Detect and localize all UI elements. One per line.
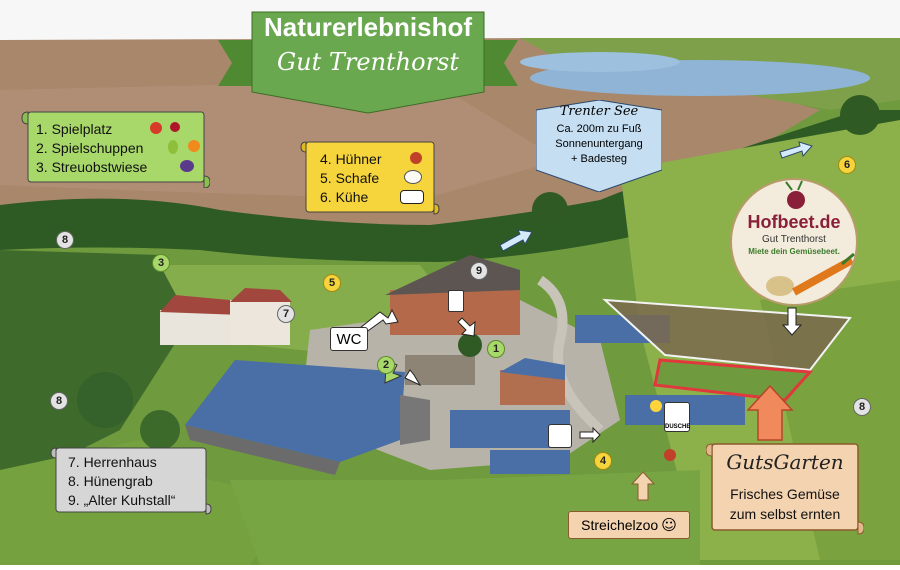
- water-tap-icon: [548, 424, 572, 448]
- legend-item-streuobstwiese: 3. Streuobstwiese: [36, 159, 148, 175]
- gutsgarten-scroll: [706, 443, 864, 535]
- orange-icon: [188, 140, 200, 152]
- hofbeet-sub: Gut Trenthorst: [762, 234, 826, 245]
- legend-yellow: 4. Hühner 5. Schafe 6. Kühe: [300, 138, 440, 216]
- marker-6: 6: [838, 156, 856, 174]
- cow-icon: [400, 190, 424, 204]
- cherry-icon: [170, 122, 180, 132]
- trash-can-icon: [448, 290, 464, 312]
- legend-item-herrenhaus: 7. Herrenhaus: [68, 454, 157, 470]
- legend-item-huehner: 4. Hühner: [320, 151, 382, 167]
- marker-1: 1: [487, 340, 505, 358]
- marker-9: 9: [470, 262, 488, 280]
- smiley-icon: ☺: [661, 516, 677, 534]
- wc-label: WC: [330, 327, 368, 351]
- hofbeet-tagline: Miete dein Gemüsebeet.: [748, 247, 840, 256]
- marker-5: 5: [323, 274, 341, 292]
- marker-2: 2: [377, 356, 395, 374]
- gutsgarten-title: GutsGarten: [726, 450, 844, 474]
- marker-number: 1: [492, 343, 500, 355]
- gutsgarten-line-2: zum selbst ernten: [729, 506, 841, 522]
- marker-3: 3: [152, 254, 170, 272]
- marker-number: 8: [61, 234, 69, 246]
- trenter-see-line-2: Sonnenuntergang: [555, 138, 643, 150]
- trenter-see-title: Trenter See: [559, 104, 639, 119]
- apple-icon: [150, 122, 162, 134]
- trenter-see-line-1: Ca. 200m zu Fuß: [556, 123, 642, 135]
- legend-item-schafe: 5. Schafe: [320, 170, 380, 186]
- gutsgarten-sign: GutsGarten Frisches Gemüse zum selbst er…: [706, 440, 864, 536]
- legend-item-alter-kuhstall: 9. „Alter Kuhstall“: [68, 492, 176, 508]
- title-main: Naturerlebnishof: [263, 12, 473, 42]
- beet-icon: [766, 180, 855, 296]
- legend-grey-scroll: [50, 447, 212, 515]
- pear-icon: [168, 140, 178, 154]
- title-sub: Gut Trenthorst: [276, 48, 460, 76]
- plum-icon: [180, 160, 194, 172]
- marker-number: 7: [282, 308, 290, 320]
- marker-number: 4: [599, 455, 607, 467]
- hofbeet-name: Hofbeet.de: [747, 212, 841, 232]
- streichelzoo-label: Streichelzoo ☺: [568, 511, 690, 539]
- marker-8-east: 8: [853, 398, 871, 416]
- dusche-label: DUSCHE: [665, 424, 691, 430]
- banner-ribbon: [218, 11, 518, 114]
- trenter-see-shape: [536, 100, 662, 192]
- legend-green: 1. Spielplatz 2. Spielschuppen 3. Streuo…: [20, 108, 210, 188]
- wc-text: WC: [336, 330, 362, 348]
- marker-8-west: 8: [56, 231, 74, 249]
- legend-item-huenengrab: 8. Hünengrab: [68, 473, 153, 489]
- hofbeet-logo: Hofbeet.de Gut Trenthorst Miete dein Gem…: [730, 178, 858, 306]
- gutsgarten-line-1: Frisches Gemüse: [730, 486, 840, 502]
- marker-number: 3: [157, 257, 165, 269]
- legend-item-spielschuppen: 2. Spielschuppen: [36, 140, 144, 156]
- title-banner: Naturerlebnishof Gut Trenthorst: [218, 8, 518, 118]
- marker-number: 8: [55, 395, 63, 407]
- hen-icon: [410, 152, 422, 164]
- marker-number: 8: [858, 401, 866, 413]
- trenter-see-line-3: + Badesteg: [571, 153, 627, 165]
- marker-number: 9: [475, 265, 483, 277]
- marker-number: 6: [843, 159, 851, 171]
- legend-grey: 7. Herrenhaus 8. Hünengrab 9. „Alter Kuh…: [50, 444, 212, 516]
- shower-icon: DUSCHE: [664, 402, 690, 432]
- legend-item-spielplatz: 1. Spielplatz: [36, 121, 113, 137]
- sheep-icon: [404, 170, 422, 184]
- marker-8-southwest: 8: [50, 392, 68, 410]
- marker-4: 4: [594, 452, 612, 470]
- marker-number: 5: [328, 277, 336, 289]
- legend-item-kuehe: 6. Kühe: [320, 189, 369, 205]
- trenter-see-callout: Trenter See Ca. 200m zu Fuß Sonnenunterg…: [536, 100, 662, 192]
- marker-number: 2: [382, 359, 390, 371]
- streichelzoo-text: Streichelzoo: [581, 517, 659, 533]
- marker-7: 7: [277, 305, 295, 323]
